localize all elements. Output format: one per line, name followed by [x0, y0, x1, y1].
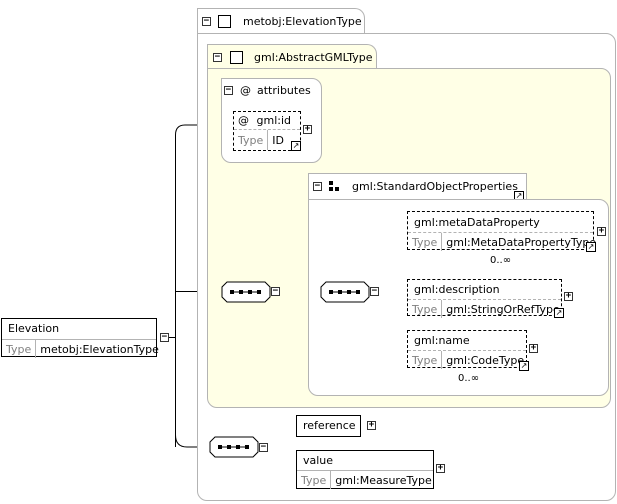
- element-name: gml:name: [414, 334, 470, 347]
- base-type-name: gml:AbstractGMLType: [254, 51, 373, 64]
- collapse-icon[interactable]: −: [370, 286, 379, 296]
- gml-id-name: gml:id: [256, 114, 292, 127]
- collapse-icon[interactable]: −: [202, 16, 211, 26]
- element-name-item[interactable]: gml:name Type gml:CodeType: [407, 330, 527, 369]
- element-description[interactable]: gml:description Type gml:StringOrRefType: [407, 279, 562, 318]
- element-value[interactable]: value Type gml:MeasureType: [296, 450, 434, 489]
- group-header: − gml:StandardObjectProperties: [308, 173, 527, 199]
- complex-type-icon: [218, 15, 231, 28]
- type-label: Type: [408, 233, 443, 251]
- expand-icon[interactable]: +: [303, 124, 312, 134]
- type-value: metobj:ElevationType: [40, 342, 159, 356]
- attribute-at-icon: @: [240, 84, 251, 97]
- collapse-icon[interactable]: −: [213, 52, 222, 62]
- complex-type-header: − metobj:ElevationType: [197, 8, 365, 34]
- collapse-icon[interactable]: −: [224, 85, 233, 95]
- type-label: Type: [234, 130, 269, 150]
- type-label: Type: [408, 351, 443, 369]
- occurrence-label: 0..∞: [490, 255, 512, 266]
- base-type-header: − gml:AbstractGMLType: [207, 44, 377, 70]
- expand-icon[interactable]: +: [529, 343, 538, 353]
- collapse-icon[interactable]: −: [271, 286, 280, 296]
- type-label: Type: [2, 340, 37, 358]
- sequence-compositor-icon[interactable]: [221, 281, 271, 303]
- type-value: gml:MeasureType: [335, 473, 432, 487]
- expand-icon[interactable]: +: [436, 463, 445, 473]
- complex-type-name: metobj:ElevationType: [243, 15, 362, 28]
- type-value: gml:StringOrRefType: [446, 302, 560, 316]
- expand-icon[interactable]: +: [367, 420, 376, 430]
- element-name: gml:metaDataProperty: [414, 216, 540, 229]
- gml-id-attribute[interactable]: @ gml:id Type ID: [233, 111, 301, 151]
- element-name: gml:description: [414, 283, 500, 296]
- element-reference[interactable]: reference: [296, 415, 361, 437]
- base-type-icon: [230, 51, 243, 64]
- occurrence-label: 0..∞: [458, 373, 480, 384]
- expand-icon[interactable]: +: [564, 291, 573, 301]
- attribute-at-icon: @: [238, 114, 249, 127]
- type-label: Type: [297, 471, 332, 489]
- element-name: value: [303, 454, 334, 467]
- sequence-compositor-icon[interactable]: [320, 281, 370, 303]
- type-value: gml:MetaDataPropertyType: [446, 235, 597, 249]
- link-arrow-icon[interactable]: ↗: [291, 141, 301, 151]
- type-label: Type: [408, 300, 443, 318]
- group-icon: [329, 181, 339, 191]
- sequence-compositor-icon[interactable]: [209, 436, 259, 458]
- collapse-icon[interactable]: −: [160, 332, 169, 342]
- attributes-title: attributes: [257, 84, 311, 97]
- type-value: ID: [272, 133, 284, 147]
- link-arrow-icon[interactable]: ↗: [586, 242, 596, 252]
- link-arrow-icon[interactable]: ↗: [554, 308, 564, 318]
- group-name: gml:StandardObjectProperties: [352, 180, 518, 193]
- expand-icon[interactable]: +: [597, 226, 606, 236]
- type-value: gml:CodeType: [446, 353, 525, 367]
- element-metadataproperty[interactable]: gml:metaDataProperty Type gml:MetaDataPr…: [407, 211, 596, 251]
- collapse-icon[interactable]: −: [313, 181, 322, 191]
- element-name: Elevation: [8, 322, 60, 335]
- collapse-icon[interactable]: −: [259, 442, 268, 452]
- root-element-elevation[interactable]: Elevation Type metobj:ElevationType: [1, 318, 159, 358]
- element-name: reference: [303, 419, 356, 432]
- link-arrow-icon[interactable]: ↗: [519, 361, 529, 371]
